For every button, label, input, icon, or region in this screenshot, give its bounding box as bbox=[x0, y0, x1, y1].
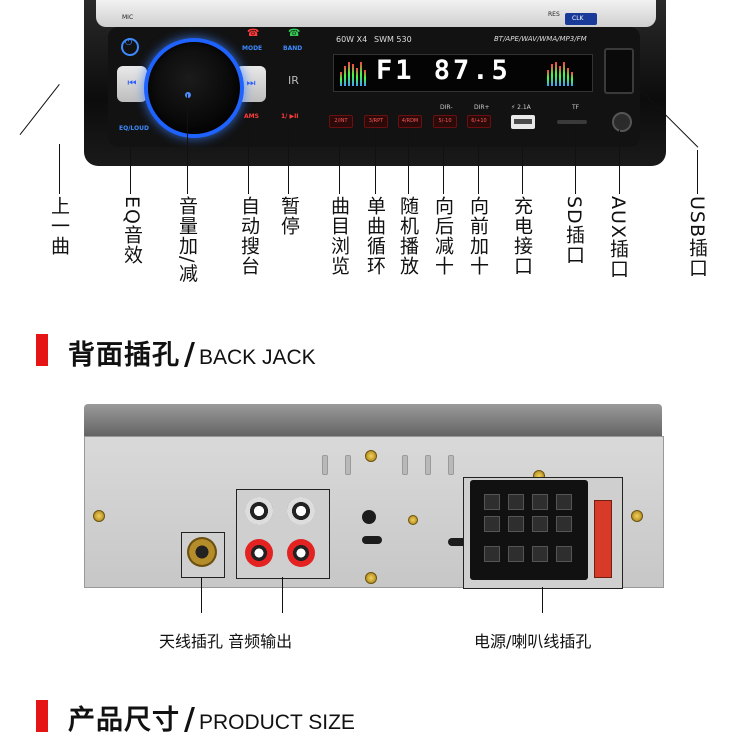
panel-top-strip bbox=[96, 0, 656, 27]
callout-single-repeat: 单曲循环 bbox=[364, 196, 386, 276]
screw-left bbox=[93, 510, 105, 522]
callout-auto-search: 自动搜台 bbox=[238, 196, 260, 276]
callout-usb-port: USB插口 bbox=[686, 196, 708, 279]
phone-answer-icon: ☎ bbox=[288, 28, 301, 39]
mode-button[interactable]: ☎ bbox=[242, 28, 262, 42]
label-antenna-audio: 天线插孔 音频输出 bbox=[159, 632, 293, 651]
button-5-minus10[interactable]: 5/-10 bbox=[433, 115, 457, 128]
section-title-en-size: PRODUCT SIZE bbox=[198, 711, 355, 734]
button-5-label: 5/-10 bbox=[438, 118, 452, 124]
rca-right-white-upper[interactable] bbox=[287, 497, 315, 525]
next-track-button[interactable]: ⏭ bbox=[236, 66, 266, 102]
mount-slot-left bbox=[362, 536, 382, 544]
ams-label: AMS bbox=[244, 113, 259, 120]
previous-track-button[interactable]: ⏮ bbox=[117, 66, 147, 102]
power-rating: 60W X4 bbox=[336, 35, 368, 44]
res-label: RES bbox=[548, 11, 560, 18]
clk-button[interactable]: CLK bbox=[565, 13, 597, 25]
phone-hangup-icon: ☎ bbox=[247, 28, 260, 39]
iso-power-speaker-connector[interactable] bbox=[470, 480, 588, 580]
callout-charge-port: 充电接口 bbox=[511, 196, 533, 276]
mode-label: MODE bbox=[242, 45, 263, 52]
usb-port-side[interactable] bbox=[604, 48, 634, 94]
rca-left-white-upper[interactable] bbox=[245, 497, 273, 525]
eq-visualizer-left bbox=[340, 62, 368, 86]
volume-knob-indicator bbox=[185, 92, 191, 98]
callout-sd-slot: SD插口 bbox=[563, 196, 585, 265]
rca-right-red-lower[interactable] bbox=[287, 539, 315, 567]
charge-rating-value: 2.1A bbox=[517, 104, 531, 111]
callout-aux-jack: AUX插口 bbox=[607, 196, 629, 279]
power-button[interactable]: ⏻ bbox=[121, 38, 139, 56]
callout-pause: 暂停 bbox=[278, 196, 300, 236]
mount-slot-right bbox=[448, 538, 468, 546]
section-title-cn-back: 背面插孔 bbox=[68, 340, 180, 371]
callout-previous-track: 上一曲 bbox=[48, 196, 70, 256]
button-6-label: 6/+10 bbox=[471, 118, 487, 124]
callout-random-play: 随机播放 bbox=[397, 196, 419, 276]
model-name: SWM 530 bbox=[374, 35, 412, 44]
supported-formats: BT/APE/WAV/WMA/MP3/FM bbox=[494, 35, 587, 43]
button-2-label: 2/INT bbox=[334, 118, 348, 124]
ir-label: IR bbox=[288, 74, 299, 87]
charge-rating: ⚡ 2.1A bbox=[511, 104, 531, 111]
pause-label: 1/ ▶II bbox=[281, 113, 299, 120]
section-title-en-back: BACK JACK bbox=[198, 346, 316, 369]
label-power-speaker: 电源/喇叭线插孔 bbox=[474, 632, 592, 651]
section-heading-size: 产品尺寸 / PRODUCT SIZE bbox=[68, 698, 355, 737]
frequency-readout: F1 87.5 bbox=[376, 55, 511, 86]
tf-label: TF bbox=[572, 104, 580, 111]
screw-right bbox=[631, 510, 643, 522]
eq-visualizer-right bbox=[547, 62, 575, 86]
sd-card-slot[interactable] bbox=[557, 120, 587, 124]
aux-jack[interactable] bbox=[612, 112, 632, 132]
section-slash-back: / bbox=[184, 337, 195, 372]
button-2-int[interactable]: 2/INT bbox=[329, 115, 353, 128]
dir-minus-label: DIR- bbox=[440, 104, 453, 111]
button-3-rpt[interactable]: 3/RPT bbox=[364, 115, 388, 128]
button-6-plus10[interactable]: 6/+10 bbox=[467, 115, 491, 128]
antenna-jack[interactable] bbox=[187, 537, 217, 567]
button-3-label: 3/RPT bbox=[368, 118, 384, 124]
eq-loud-label: EQ/LOUD bbox=[119, 125, 149, 132]
lcd-display bbox=[333, 54, 593, 92]
section-title-cn-size: 产品尺寸 bbox=[68, 705, 180, 736]
next-track-icon: ⏭ bbox=[246, 78, 256, 89]
dir-plus-label: DIR+ bbox=[474, 104, 490, 111]
mount-hole bbox=[362, 510, 376, 524]
button-4-rdm[interactable]: 4/RDM bbox=[398, 115, 422, 128]
clk-label: CLK bbox=[572, 15, 584, 22]
callout-forward-ten: 向前加十 bbox=[467, 196, 489, 276]
previous-track-icon: ⏮ bbox=[127, 78, 137, 89]
screw-bottom bbox=[365, 572, 377, 584]
callout-volume: 音量加/减 bbox=[176, 196, 198, 284]
callout-eq-effect: EQ音效 bbox=[121, 196, 143, 265]
power-icon: ⏻ bbox=[125, 38, 133, 48]
volume-knob[interactable] bbox=[148, 42, 240, 134]
fuse bbox=[594, 500, 612, 578]
section-heading-back: 背面插孔 / BACK JACK bbox=[68, 333, 316, 372]
callout-back-ten: 向后减十 bbox=[432, 196, 454, 276]
callout-track-browse: 曲目浏览 bbox=[328, 196, 350, 276]
section-marker-size bbox=[36, 700, 48, 732]
band-label: BAND bbox=[283, 45, 303, 52]
screw-top bbox=[365, 450, 377, 462]
section-slash-size: / bbox=[184, 702, 195, 737]
section-marker-back bbox=[36, 334, 48, 366]
screw-center bbox=[408, 515, 418, 525]
mic-label: MIC bbox=[122, 14, 134, 21]
button-4-label: 4/RDM bbox=[401, 118, 419, 124]
usb-port-inner bbox=[514, 119, 532, 124]
band-button[interactable]: ☎ bbox=[283, 28, 303, 42]
rca-left-red-lower[interactable] bbox=[245, 539, 273, 567]
